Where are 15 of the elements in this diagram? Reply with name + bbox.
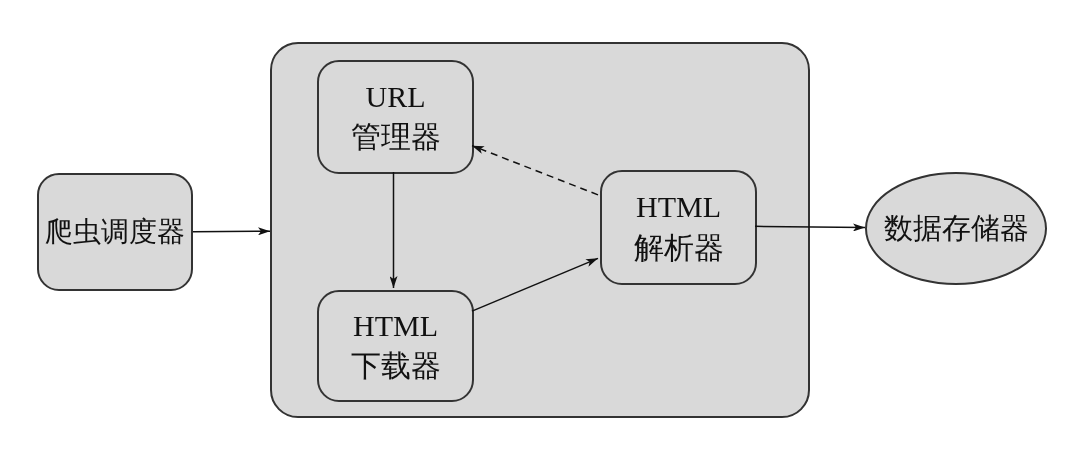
node-label: URL 管理器 [349,78,442,155]
arrow [192,227,271,236]
arrow [471,257,599,312]
node-label: HTML 解析器 [632,189,725,266]
container-box [270,42,810,418]
process-box [317,60,474,174]
arrow [471,144,599,196]
arrow [389,171,398,289]
node-label: 数据存储器 [883,210,1029,246]
process-box [37,173,193,291]
node-label: HTML 下载器 [349,307,442,384]
process-box [317,290,474,402]
node-label: 爬虫调度器 [44,215,186,250]
process-box [600,170,757,285]
arrow [754,223,866,232]
